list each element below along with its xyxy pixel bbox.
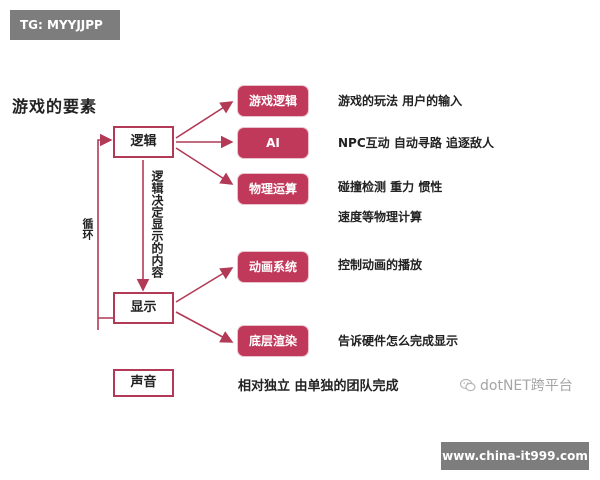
sound-node: 声音 xyxy=(113,369,174,397)
arrow-display-animation xyxy=(175,267,234,303)
wechat-watermark: dotNET跨平台 xyxy=(460,375,573,395)
desc-ai: NPC互动 自动寻路 追逐敌人 xyxy=(338,136,495,150)
display-node: 显示 xyxy=(113,292,174,324)
desc-rendering: 告诉硬件怎么完成显示 xyxy=(338,334,459,348)
desc-game-logic: 游戏的玩法 用户的输入 xyxy=(338,94,463,108)
arrow-logic-game-logic xyxy=(175,101,234,139)
logic-node: 逻辑 xyxy=(113,126,174,158)
logic-decides-display-label: 逻辑决定显示的内容 xyxy=(150,170,164,278)
tg-watermark: TG: MYYJJPP xyxy=(10,10,120,40)
module-rendering: 底层渲染 xyxy=(238,326,308,356)
diagram-title: 游戏的要素 xyxy=(12,97,98,116)
module-animation: 动画系统 xyxy=(238,252,308,282)
url-watermark: www.china-it999.com xyxy=(441,442,589,470)
arrow-loop xyxy=(97,133,113,330)
module-ai: AI xyxy=(238,128,308,158)
module-game-logic: 游戏逻辑 xyxy=(238,86,308,116)
watermark-text: dotNET跨平台 xyxy=(480,378,573,394)
module-physics: 物理运算 xyxy=(238,174,308,204)
desc-animation: 控制动画的播放 xyxy=(338,258,423,272)
desc-physics: 碰撞检测 重力 惯性 xyxy=(338,180,443,194)
sound-note: 相对独立 由单独的团队完成 xyxy=(238,379,399,394)
desc-physics-2: 速度等物理计算 xyxy=(338,210,423,224)
arrow-display-rendering xyxy=(175,311,234,343)
wechat-icon xyxy=(460,378,476,392)
arrow-logic-physics xyxy=(175,147,234,185)
loop-label: 循环 xyxy=(81,218,94,240)
